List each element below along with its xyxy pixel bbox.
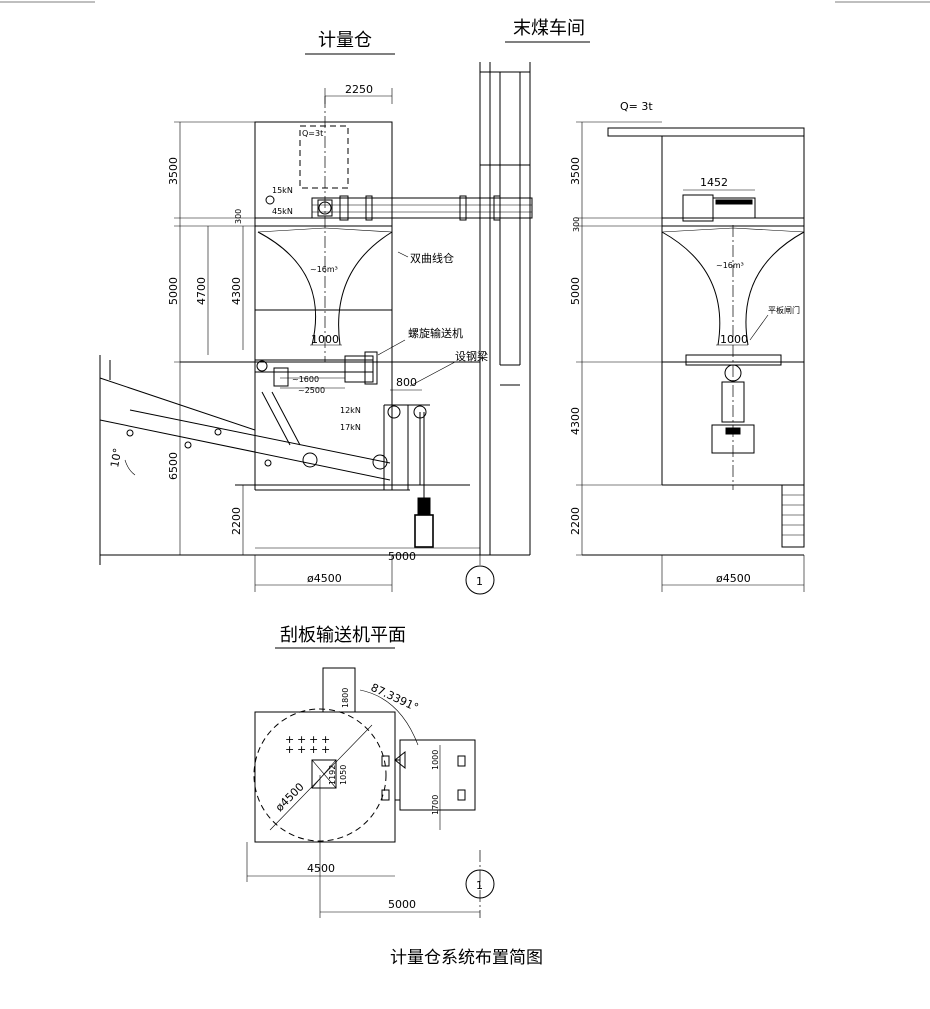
svg-text:+: +: [297, 733, 306, 746]
load-17kn: 17kN: [340, 423, 361, 432]
plan-view: ø4500 1800 87.3391° ++ ++ ++ ++ 1192 105…: [246, 667, 495, 918]
svg-text:+: +: [297, 743, 306, 756]
svg-text:+: +: [285, 733, 294, 746]
dim-4700: 4700: [195, 277, 208, 305]
axis-mark-plan: 1: [476, 879, 483, 892]
volume-label: ~16m³: [310, 265, 338, 274]
plan-1050: 1050: [339, 765, 348, 785]
dim-300: 300: [234, 209, 243, 224]
svg-text:+: +: [309, 743, 318, 756]
label-hyperbolic-bin: 双曲线仓: [410, 251, 454, 265]
plan-1000: 1000: [431, 750, 440, 770]
plan-1192: 1192: [328, 765, 337, 785]
section-titles: 计量仓 末煤车间 刮板输送机平面 计量仓系统布置简图: [275, 18, 590, 968]
dim-300-right: 300: [572, 217, 581, 232]
title-metering-bin: 计量仓: [318, 30, 372, 51]
dim-800: 800: [396, 376, 417, 389]
dim-2500: ~2500: [298, 386, 325, 395]
label-flat-gate: 平板闸门: [768, 305, 800, 315]
dim-6500: 6500: [167, 452, 180, 480]
label-steel-beam: 设钢梁: [455, 349, 488, 363]
plan-1800: 1800: [341, 688, 350, 708]
load-15kn: 15kN: [272, 186, 293, 195]
angle-10: 10°: [108, 447, 124, 468]
outlet-1000-right: 1000: [720, 333, 748, 346]
dim-5000-right: 5000: [569, 277, 582, 305]
dim-5000: 5000: [167, 277, 180, 305]
right-elevation: Q= 3t 3500 300 5000 4300 2200 1452 ~16m³…: [569, 100, 805, 592]
axis-marker-plan: [465, 869, 495, 899]
dim-1452: 1452: [700, 176, 728, 189]
dim-2250: 2250: [345, 83, 373, 96]
dim-5000-left: 5000: [388, 550, 416, 563]
volume-right: ~16m³: [716, 261, 744, 270]
dim-3500: 3500: [167, 157, 180, 185]
dim-4300: 4300: [230, 277, 243, 305]
caption: 计量仓系统布置简图: [390, 948, 543, 968]
axis-mark-left: 1: [476, 575, 483, 588]
title-scraper-plan: 刮板输送机平面: [280, 625, 406, 646]
load-12kn: 12kN: [340, 406, 361, 415]
dim-3500-right: 3500: [569, 157, 582, 185]
label-screw-conveyor: 螺旋输送机: [408, 326, 463, 340]
plan-1700: 1700: [431, 795, 440, 815]
plan-4500: 4500: [307, 862, 335, 875]
plan-5000: 5000: [388, 898, 416, 911]
svg-text:+: +: [285, 743, 294, 756]
dim-2200-right: 2200: [569, 507, 582, 535]
svg-text:+: +: [321, 733, 330, 746]
axis-marker-left: [465, 565, 495, 595]
hole-grid: ++ ++ ++ ++: [285, 733, 330, 756]
dim-2200: 2200: [230, 507, 243, 535]
svg-text:+: +: [321, 743, 330, 756]
dim-dia-right: ø4500: [716, 572, 751, 585]
plan-angle: 87.3391°: [369, 681, 421, 714]
dim-1600: ~1600: [292, 375, 319, 384]
outlet-1000: 1000: [311, 333, 339, 346]
left-elevation: 2250 3500 5000 6500 4700 300 4300 2200 Q…: [99, 62, 533, 595]
q-label-right: Q= 3t: [620, 100, 653, 113]
q-label: Q=3t: [302, 129, 323, 138]
title-fine-coal-workshop: 末煤车间: [513, 18, 585, 39]
svg-text:+: +: [309, 733, 318, 746]
load-45kn: 45kN: [272, 207, 293, 216]
dim-dia-left: ø4500: [307, 572, 342, 585]
dim-4300-right: 4300: [569, 407, 582, 435]
